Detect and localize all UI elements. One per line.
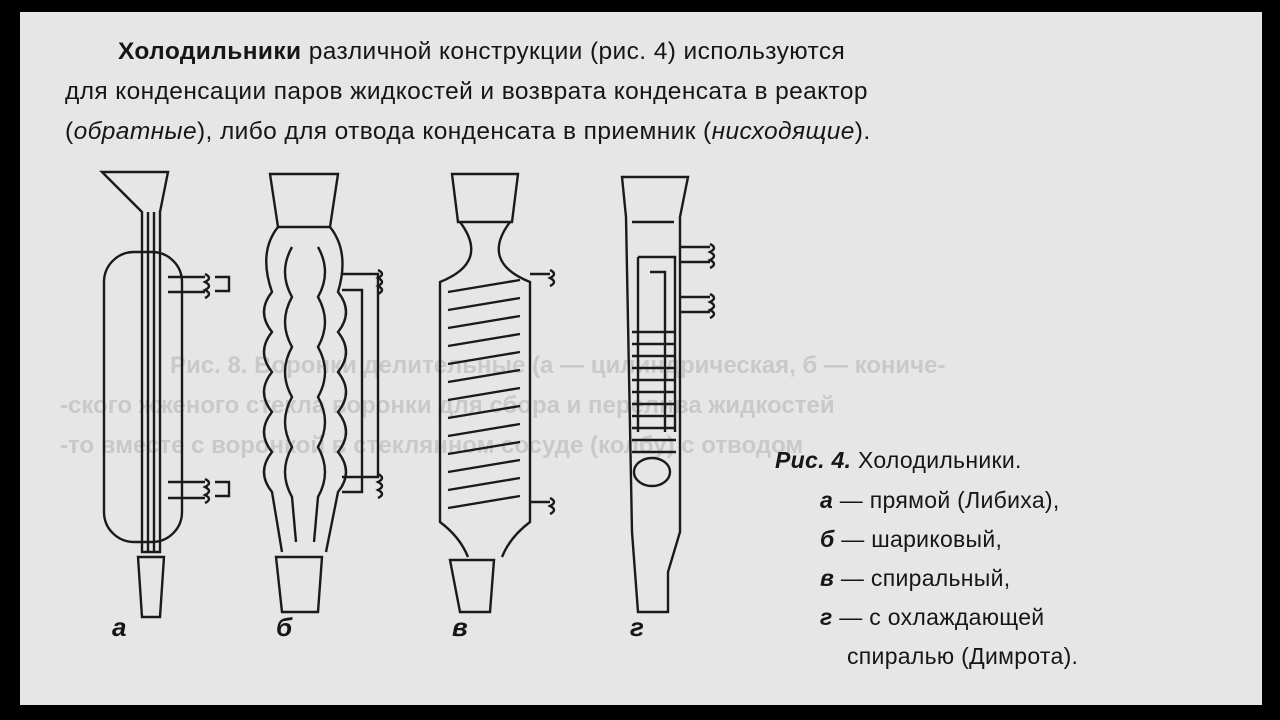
term-italic: нисходящие <box>711 118 855 145</box>
condenser-g-drawing <box>620 175 716 614</box>
caption-text: — с охлаждающей <box>839 604 1045 630</box>
scanned-page: Рис. 8. Воронки делительные (а — цилиндр… <box>20 12 1262 705</box>
term-bold: Холодильники <box>118 38 302 65</box>
figure-caption-title: Рис. 4. Холодильники. <box>775 447 1022 474</box>
caption-last-line: спиралью (Димрота). <box>847 643 1079 669</box>
text: ). <box>854 118 871 145</box>
figure-label-b: б <box>276 612 293 642</box>
term-italic: обратные <box>73 118 197 145</box>
caption-item-a: а — прямой (Либиха), <box>820 487 1060 514</box>
caption-text: — прямой (Либиха), <box>839 487 1060 513</box>
text: ( <box>65 118 74 145</box>
caption-text: — спиральный, <box>840 565 1011 591</box>
caption-letter: в <box>820 565 835 591</box>
paragraph-line-2: для конденсации паров жидкостей и возвра… <box>65 78 868 105</box>
figure-label-a: а <box>112 612 127 642</box>
caption-item-b: б — шариковый, <box>820 526 1002 553</box>
caption-item-v: в — спиральный, <box>820 565 1010 592</box>
condenser-b-drawing <box>262 172 384 614</box>
caption-letter: г <box>820 604 833 630</box>
text: различной конструкции (рис. 4) использую… <box>301 38 846 65</box>
figure-label-v: в <box>452 612 468 642</box>
paragraph-line-1: Холодильники различной конструкции (рис.… <box>118 38 845 66</box>
condensers-illustration <box>99 170 716 619</box>
condenser-a-drawing <box>99 170 231 619</box>
caption-letter: б <box>820 526 835 552</box>
bleed-through-text: Рис. 8. Воронки делительные (а — цилиндр… <box>170 352 946 379</box>
text: ), либо для отвода конденсата в приемник… <box>196 118 712 145</box>
caption-letter: а <box>820 487 834 513</box>
caption-text: — шариковый, <box>841 526 1003 552</box>
caption-title: Холодильники. <box>851 447 1022 473</box>
caption-item-g: г — с охлаждающей <box>820 604 1044 631</box>
figure-label-g: г <box>630 612 644 642</box>
paragraph-line-3: (обратные), либо для отвода конденсата в… <box>65 118 871 146</box>
caption-number: Рис. 4. <box>775 447 852 473</box>
condenser-v-drawing <box>438 172 556 614</box>
bleed-through-text: -ского жженого стекла воронки для сбора … <box>60 392 835 419</box>
